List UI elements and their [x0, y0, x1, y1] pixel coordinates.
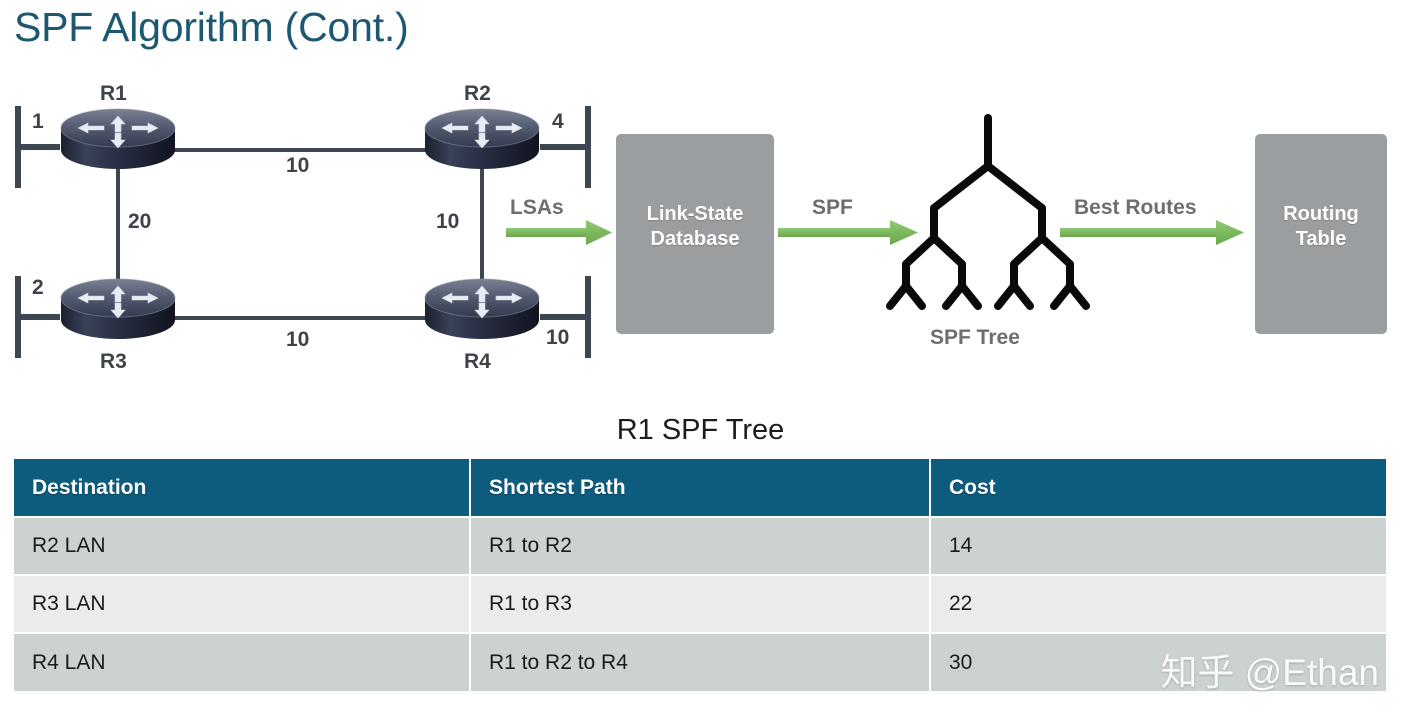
flow-label-best-routes: Best Routes: [1074, 196, 1197, 219]
flow-label-spf: SPF: [812, 196, 853, 219]
cell-destination: R3 LAN: [14, 574, 471, 633]
link-cost-r1-r2: 10: [286, 154, 310, 177]
table-row: R3 LAN R1 to R3 22: [14, 574, 1386, 633]
arrow-best-routes: [1060, 220, 1244, 245]
cell-cost: 30: [930, 632, 1386, 691]
cell-destination: R4 LAN: [14, 632, 471, 691]
table-row: R4 LAN R1 to R2 to R4 30: [14, 632, 1386, 691]
link-cost-r1-r3: 20: [128, 210, 152, 233]
page-title: SPF Algorithm (Cont.): [14, 4, 409, 50]
routing-table-label-line1: Routing: [1283, 203, 1359, 225]
lsdb-label-line1: Link-State: [646, 203, 744, 225]
routing-table-box: [1255, 134, 1387, 334]
router-r4: [424, 278, 540, 340]
link-cost-r2-r4: 10: [436, 210, 460, 233]
spf-tree-caption: SPF Tree: [930, 326, 1020, 349]
cell-cost: 22: [930, 574, 1386, 633]
link-cost-r3-r4: 10: [286, 328, 310, 351]
routing-table-label-line2: Table: [1295, 228, 1347, 250]
router-label-r4: R4: [464, 350, 491, 373]
router-r1: [60, 108, 176, 170]
table-header-row: Destination Shortest Path Cost: [14, 459, 1386, 517]
lan-cost-r2-right: 4: [552, 110, 564, 133]
router-r2: [424, 108, 540, 170]
lan-cost-r1-left: 1: [32, 110, 44, 133]
lsdb-label-line2: Database: [650, 228, 740, 250]
table-row: R2 LAN R1 to R2 14: [14, 516, 1386, 575]
router-r3: [60, 278, 176, 340]
cell-shortest-path: R1 to R3: [470, 574, 931, 633]
table-heading: R1 SPF Tree: [616, 414, 785, 446]
lan-cost-r3-left: 2: [32, 276, 44, 299]
flow-label-lsas: LSAs: [510, 196, 564, 219]
column-header-shortest-path: Shortest Path: [470, 459, 931, 517]
link-state-database-box: [616, 134, 774, 334]
spf-results-table: Destination Shortest Path Cost R2 LAN R1…: [14, 459, 1386, 691]
diagram-svg: [15, 106, 1244, 358]
spf-process-diagram: R1 R2 R3 R4 1 4 2 10 10 20 10 10 LSAs SP…: [0, 78, 1401, 398]
router-label-r3: R3: [100, 350, 127, 373]
spf-tree-graphic: [886, 114, 1090, 310]
lan-bar-r2: [540, 106, 591, 188]
cell-destination: R2 LAN: [14, 516, 471, 575]
lan-bar-r4: [540, 276, 591, 358]
column-header-destination: Destination: [14, 459, 471, 517]
lan-cost-r4-right: 10: [546, 326, 570, 349]
router-label-r1: R1: [100, 82, 127, 105]
cell-cost: 14: [930, 516, 1386, 575]
lan-bar-r1: [15, 106, 60, 188]
column-header-cost: Cost: [930, 459, 1386, 517]
arrow-spf: [778, 220, 918, 245]
cell-shortest-path: R1 to R2: [470, 516, 931, 575]
lan-bar-r3: [15, 276, 60, 358]
router-label-r2: R2: [464, 82, 491, 105]
cell-shortest-path: R1 to R2 to R4: [470, 632, 931, 691]
arrow-lsas: [506, 220, 612, 245]
